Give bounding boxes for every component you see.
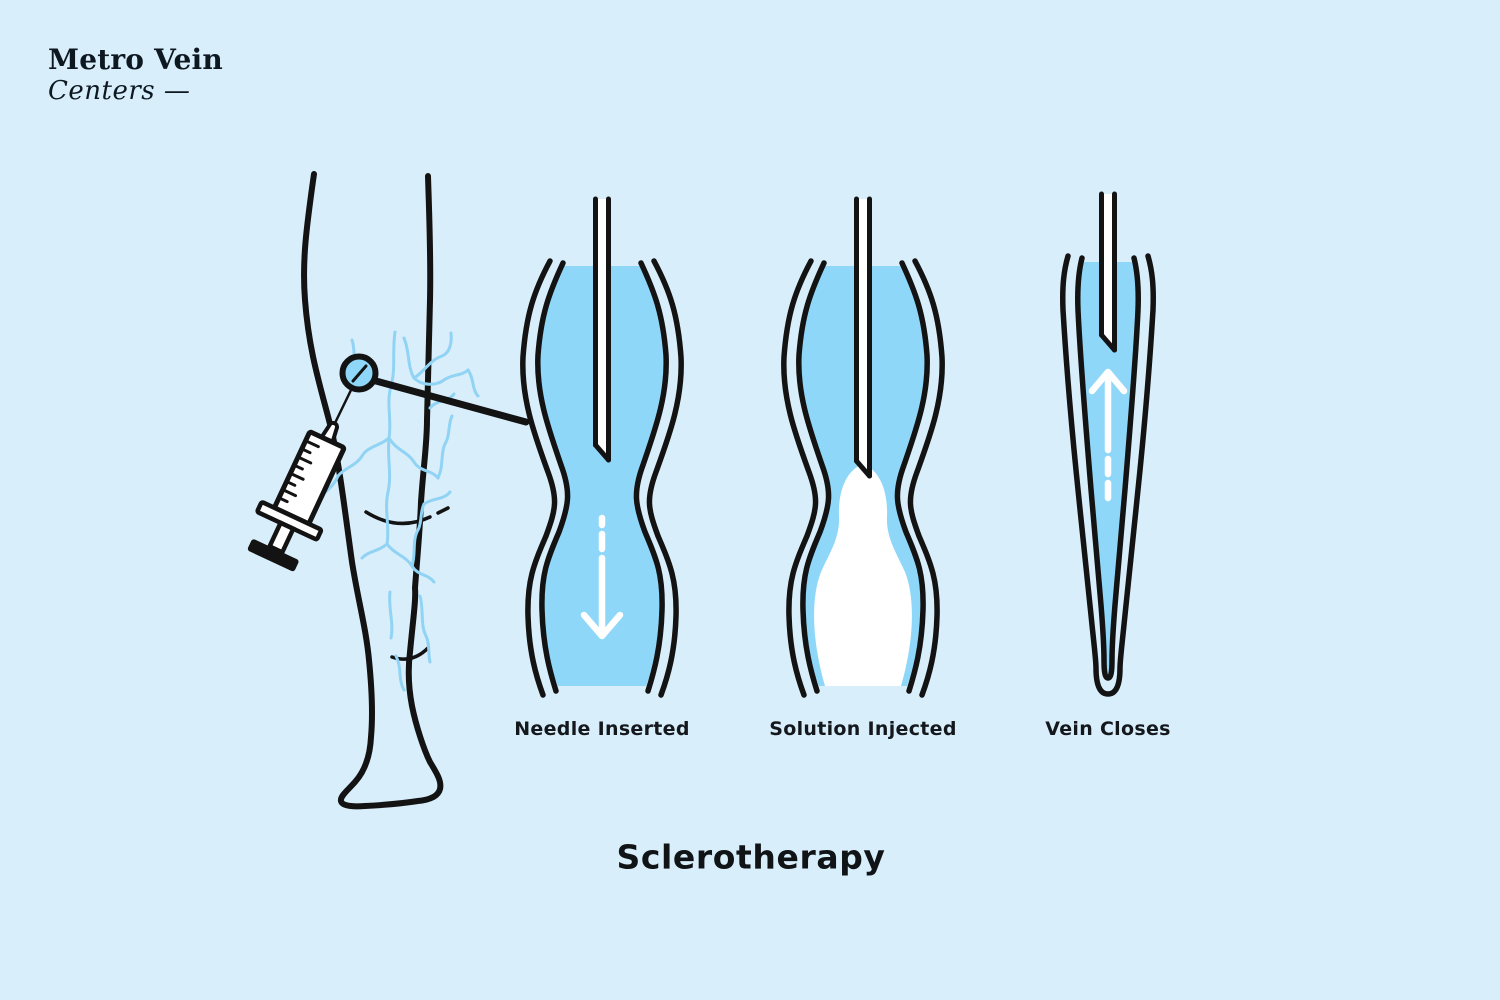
injection-site-magnifier-icon: [339, 353, 530, 426]
step-label-needle-inserted: Needle Inserted: [514, 718, 690, 740]
needle-icon: [593, 196, 611, 463]
brand-subtitle: Centers —: [48, 76, 191, 107]
spider-veins-icon: [312, 330, 480, 692]
syringe-scale-ticks: [277, 439, 320, 504]
syringe-icon: [247, 386, 354, 572]
solution-blob: [814, 464, 912, 686]
vein-diagram-solution-injected: [781, 196, 945, 698]
step-label-solution-injected: Solution Injected: [769, 718, 957, 740]
vein-diagram-needle-inserted: [520, 196, 684, 698]
brand-logo: Metro Vein Centers —: [48, 43, 223, 107]
step-label-vein-closes: Vein Closes: [1045, 718, 1171, 740]
brand-name: Metro Vein: [48, 43, 223, 76]
flow-arrow-down-icon: [580, 514, 624, 640]
flow-arrow-up-icon: [1088, 368, 1128, 502]
vein-diagram-vein-closes: [1060, 191, 1156, 697]
needle-icon: [854, 196, 872, 479]
needle-icon: [1099, 191, 1117, 353]
diagram-title: Sclerotherapy: [616, 837, 886, 877]
